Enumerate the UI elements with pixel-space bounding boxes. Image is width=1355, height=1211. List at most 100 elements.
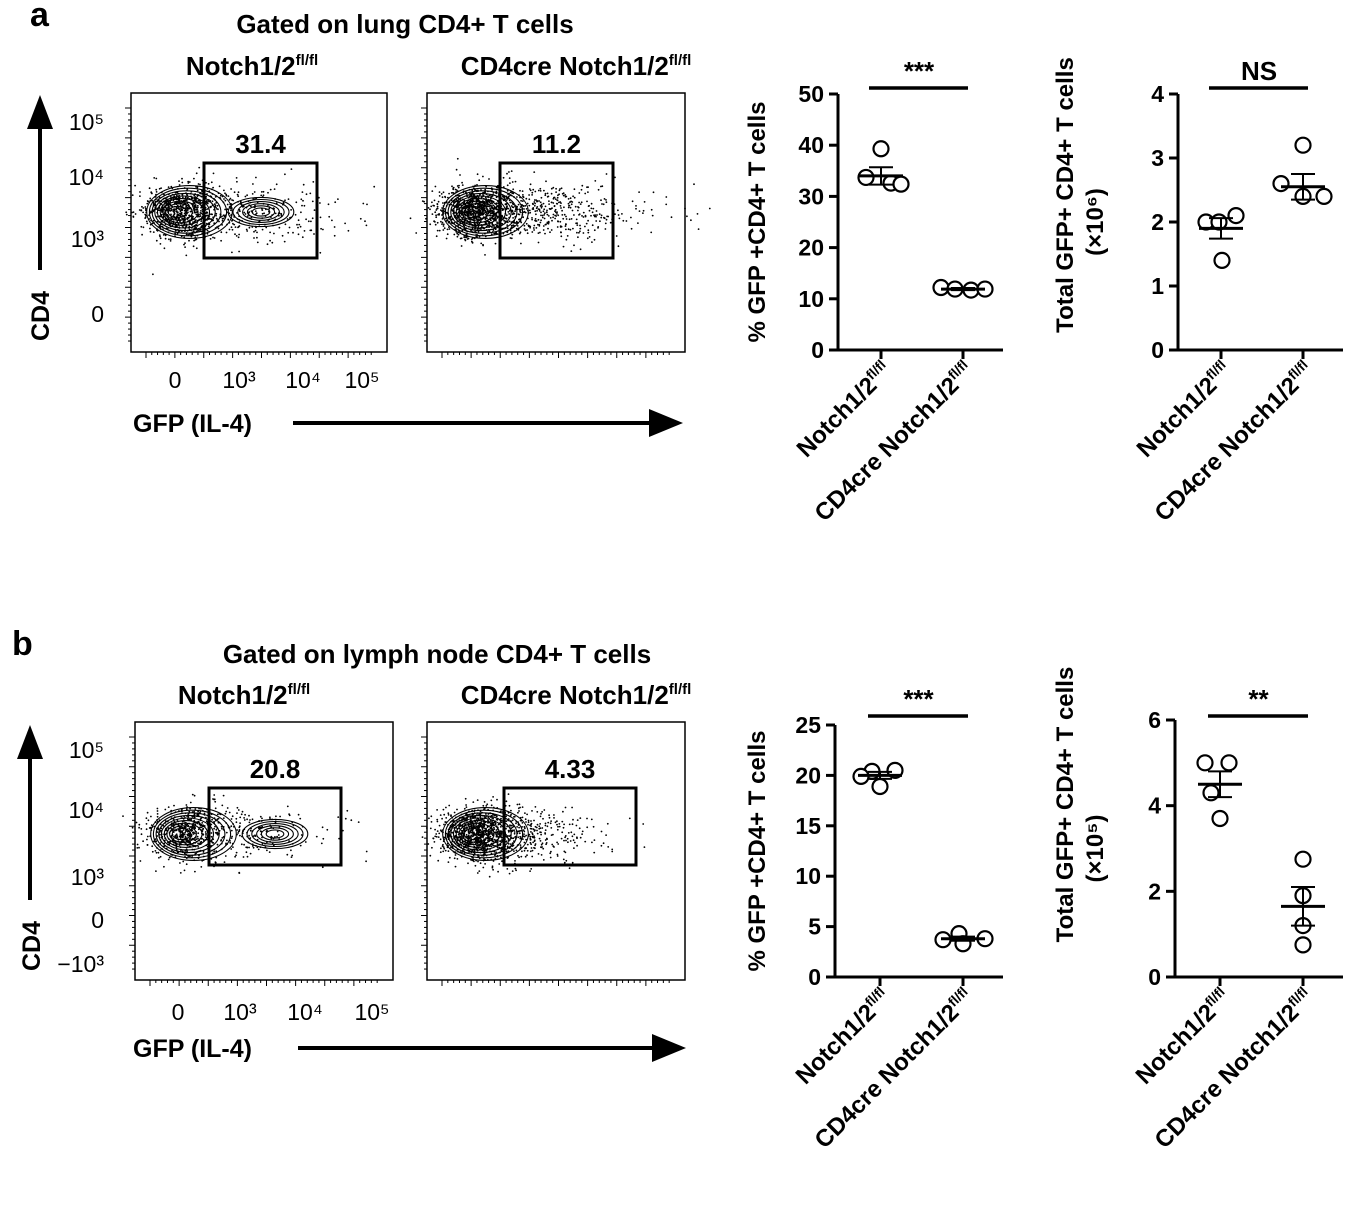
flow-event-dot (509, 824, 511, 827)
flow-event-dot (190, 828, 193, 831)
flow-event-dot (458, 184, 460, 187)
flow-event-dot (538, 223, 541, 226)
flow-event-dot (454, 865, 457, 868)
flow-event-dot (366, 203, 368, 206)
flow-event-dot (522, 829, 525, 831)
flow-event-dot (284, 173, 286, 176)
flow-event-dot (157, 828, 160, 831)
flow-event-dot (215, 850, 218, 853)
flow-event-dot (476, 836, 479, 839)
flow-event-dot (222, 817, 225, 819)
flow-event-dot (484, 254, 486, 256)
flow-event-dot (635, 207, 637, 210)
flow-event-dot (469, 204, 472, 207)
flow-event-dot (528, 198, 531, 201)
flow-event-dot (572, 839, 575, 842)
flow-event-dot (184, 826, 187, 829)
flow-event-dot (617, 209, 619, 212)
flow-event-dot (551, 207, 553, 210)
flow-event-dot (485, 833, 488, 835)
flow-event-dot (167, 186, 170, 189)
flow-event-dot (207, 225, 210, 228)
flow-event-dot (236, 829, 239, 831)
flow-event-dot (476, 199, 479, 201)
flow-event-dot (474, 223, 476, 226)
flow-event-dot (496, 221, 498, 224)
flow-event-dot (300, 834, 303, 836)
flow-event-dot (559, 188, 561, 190)
flow-event-dot (538, 208, 541, 211)
flow-event-dot (567, 228, 570, 231)
flow-event-dot (328, 215, 331, 218)
flow-event-dot (327, 203, 330, 206)
flow-event-dot (277, 834, 280, 836)
flow-event-dot (496, 798, 498, 801)
flow-event-dot (562, 810, 564, 813)
flow-event-dot (243, 843, 246, 846)
flow-event-dot (542, 225, 545, 227)
flow-event-dot (557, 214, 560, 217)
flow-event-dot (474, 215, 477, 217)
flow-event-dot (556, 853, 559, 856)
flow-contour-line (146, 185, 233, 239)
flow-event-dot (506, 205, 508, 208)
flow-event-dot (199, 228, 202, 231)
flow-event-dot (494, 242, 497, 245)
flow-event-dot (210, 832, 213, 834)
flow-event-dot (697, 228, 700, 231)
flow-event-dot (437, 200, 440, 203)
flow-event-dot (152, 231, 155, 234)
flow-event-dot (213, 237, 216, 239)
flow-event-dot (454, 830, 457, 832)
flow-event-dot (199, 183, 201, 186)
flow-event-dot (456, 858, 459, 860)
flow-event-dot (543, 208, 546, 211)
flow-event-dot (234, 226, 237, 229)
flow-event-dot (533, 229, 535, 231)
flow-event-dot (573, 833, 576, 836)
flow-event-dot (506, 845, 509, 848)
flow-event-dot (485, 212, 488, 215)
flow-event-dot (142, 211, 145, 214)
flow-event-dot (558, 825, 561, 828)
flow-event-dot (587, 205, 590, 208)
flow-event-dot (179, 209, 182, 212)
flow-event-dot (238, 825, 241, 828)
label-main: CD4cre Notch1/2 (461, 680, 669, 710)
flow-event-dot (238, 250, 241, 253)
flow-event-dot (217, 227, 220, 230)
flow-event-dot (170, 185, 173, 188)
flow-event-dot (584, 192, 587, 195)
flow-event-dot (500, 821, 502, 823)
flow-event-dot (482, 175, 484, 178)
flow-event-dot (184, 835, 187, 838)
flow-event-dot (267, 191, 269, 194)
flow-event-dot (350, 819, 353, 822)
flow-event-dot (605, 218, 608, 221)
flow-event-dot (545, 180, 547, 183)
flow-event-dot (503, 196, 506, 199)
flow-event-dot (549, 217, 552, 219)
label-superscript: fl/fl (288, 681, 311, 698)
flow-event-dot (643, 201, 646, 203)
flow-event-dot (512, 837, 515, 840)
flow-event-dot (550, 850, 552, 853)
flow-event-dot (223, 198, 225, 200)
flow-event-dot (576, 819, 579, 821)
flow-event-dot (436, 205, 439, 208)
flow-event-dot (138, 209, 141, 211)
flow-event-dot (155, 870, 157, 872)
flow-event-dot (495, 833, 498, 836)
flow-event-dot (243, 817, 246, 819)
flow-event-dot (322, 228, 324, 231)
flow-event-dot (444, 849, 447, 852)
flow-event-dot (265, 226, 268, 229)
gate-percentage: 11.2 (532, 129, 581, 159)
flow-event-dot (594, 180, 597, 182)
flow-event-dot (479, 862, 482, 865)
flow-event-dot (221, 804, 224, 807)
flow-event-dot (529, 835, 532, 838)
flow-event-dot (477, 204, 479, 207)
flow-event-dot (217, 208, 219, 211)
flow-event-dot (546, 825, 549, 828)
